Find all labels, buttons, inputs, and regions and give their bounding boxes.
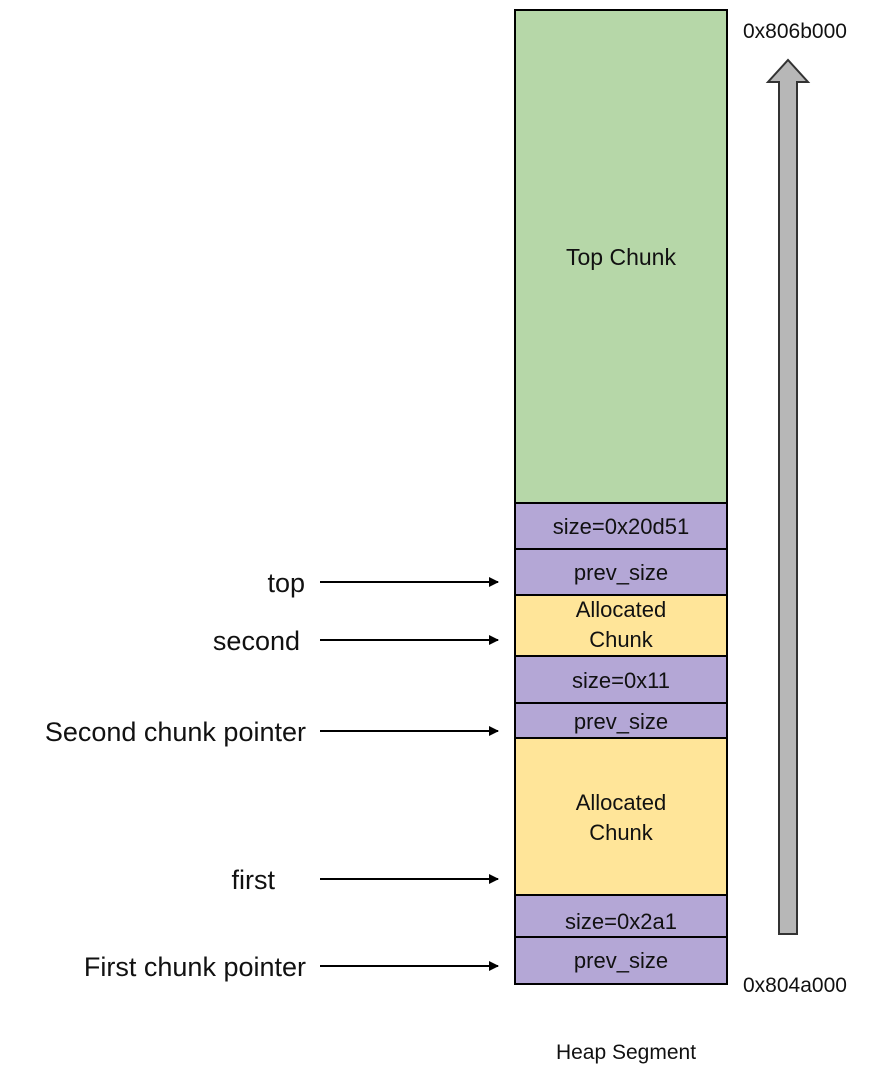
top-prev-size-header: prev_size xyxy=(514,548,728,596)
pointer-first: first xyxy=(232,865,499,895)
pointer-second-chunk: Second chunk pointer xyxy=(45,717,499,747)
pointer-second-chunk-label: Second chunk pointer xyxy=(45,717,306,747)
pointer-second: second xyxy=(213,626,499,656)
pointer-first-label: first xyxy=(232,865,276,895)
heap-segment-caption: Heap Segment xyxy=(556,1041,696,1064)
top-chunk-label: Top Chunk xyxy=(566,244,676,270)
low-address-label: 0x804a000 xyxy=(743,974,847,997)
second-prev-size-header: prev_size xyxy=(514,702,728,739)
second-allocated-label-line1: Allocated xyxy=(576,597,667,622)
top-size-rect xyxy=(514,502,728,550)
top-prev-size-label: prev_size xyxy=(574,560,668,585)
first-size-label: size=0x2a1 xyxy=(565,909,677,934)
second-prev-size-rect xyxy=(514,702,728,739)
second-size-header: size=0x11 xyxy=(514,655,728,704)
pointer-top-label: top xyxy=(267,568,305,598)
pointer-first-chunk-label: First chunk pointer xyxy=(84,952,306,982)
first-allocated-chunk: Allocated Chunk xyxy=(514,737,728,896)
second-allocated-chunk: Allocated Chunk xyxy=(514,594,728,657)
first-allocated-label-line1: Allocated xyxy=(576,790,667,815)
first-prev-size-rect xyxy=(514,936,728,985)
pointer-first-chunk: First chunk pointer xyxy=(84,952,499,982)
second-prev-size-label: prev_size xyxy=(574,709,668,734)
second-allocated-rect xyxy=(514,594,728,657)
top-chunk-block: Top Chunk xyxy=(514,9,728,504)
pointer-top: top xyxy=(267,568,499,598)
first-allocated-rect xyxy=(514,737,728,896)
top-size-header: size=0x20d51 xyxy=(514,502,728,550)
pointer-second-label: second xyxy=(213,626,300,656)
address-growth-arrow-icon xyxy=(765,58,811,935)
top-size-label: size=0x20d51 xyxy=(553,514,689,539)
top-chunk-rect xyxy=(514,9,728,504)
second-size-label: size=0x11 xyxy=(572,668,670,693)
second-allocated-label-line2: Chunk xyxy=(589,627,654,652)
first-allocated-label-line2: Chunk xyxy=(589,820,654,845)
first-prev-size-header: prev_size xyxy=(514,936,728,985)
first-prev-size-label: prev_size xyxy=(574,948,668,973)
high-address-label: 0x806b000 xyxy=(743,20,847,43)
first-size-header: size=0x2a1 xyxy=(514,894,728,938)
